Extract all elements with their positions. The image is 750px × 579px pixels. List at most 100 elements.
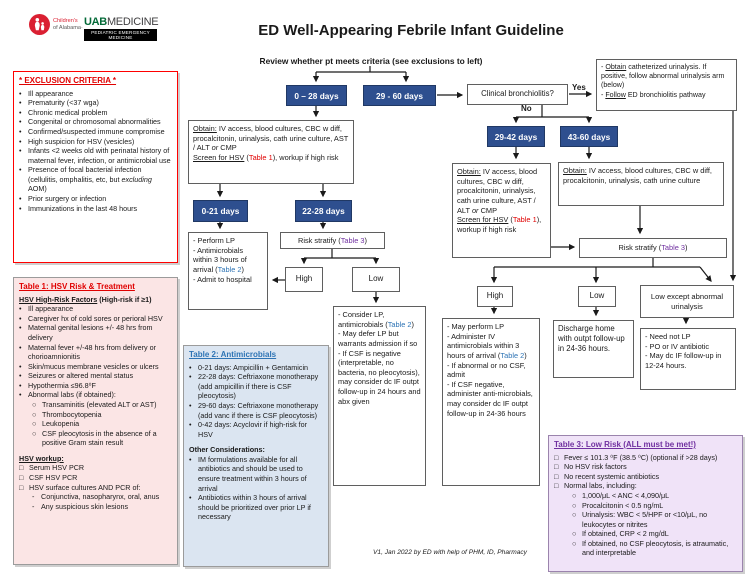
node-29-42-days: 29-42 days (487, 126, 545, 147)
obtain-box-43-60: Obtain: IV access, blood cultures, CBC w… (558, 162, 724, 206)
bullet-icon: • (19, 98, 22, 108)
list-item: •Congenital or chromosomal abnormalities (19, 117, 161, 127)
dash-list-item: -Conjunctiva, nasopharynx, oral, anus (32, 492, 160, 502)
bronchiolitis-yes-action-box: - Obtain catheterized urinalysis. If pos… (596, 59, 737, 111)
checkbox-item: □Serum HSV PCR (19, 463, 85, 473)
checkbox-icon: □ (554, 452, 559, 462)
node-29-60-days: 29 - 60 days (363, 85, 436, 106)
low-node-22-28: Low (352, 267, 400, 292)
bullet-icon: • (19, 136, 22, 146)
checkbox-item: □No HSV risk factors (554, 462, 627, 472)
checkbox-icon: □ (19, 473, 24, 483)
consider-lp-line: - Consider LP, antimicrobials (Table 2) (338, 310, 415, 329)
childrens-line1: Children's (53, 18, 78, 24)
bullet-icon: • (19, 304, 22, 314)
checkbox-item: □CSF HSV PCR (19, 473, 78, 483)
list-item: •Ill appearance (19, 304, 74, 314)
table2-title: Table 2: Antimicrobials (189, 350, 277, 359)
page-title: ED Well-Appearing Febrile Infant Guideli… (258, 22, 564, 39)
high-node-29-60: High (477, 286, 513, 307)
dash-list-item: -Any suspicious skin lesions (32, 501, 129, 511)
bullet-icon: • (19, 107, 22, 117)
obtain-box-29-42: Obtain: IV access, blood cultures, CBC w… (452, 163, 551, 258)
hsv-screen-line: Screen for HSV (Table 1), workup if high… (457, 215, 542, 234)
bullet-icon: • (19, 88, 22, 98)
perform-lp-line: - Perform LP (193, 236, 235, 245)
bullet-icon: • (189, 454, 192, 464)
list-item: •Abnormal labs (if obtained): (19, 390, 116, 400)
antimicrobials-line: - Antimicrobials within 3 hours of arriv… (193, 245, 247, 274)
risk-stratify-29-60: Risk stratify (Table 3) (579, 238, 727, 258)
node-0-21-days: 0-21 days (193, 200, 248, 222)
circle-icon: ○ (32, 409, 37, 419)
list-item: •Maternal genital lesions +/- 48 hrs fro… (19, 323, 153, 342)
node-22-28-days: 22-28 days (295, 200, 352, 222)
table3-title: Table 3: Low Risk (ALL must be met!) (554, 440, 696, 449)
dc-followup-line: - May dc IF follow-up in 12-24 hours. (645, 351, 722, 370)
table3-low-risk-panel: Table 3: Low Risk (ALL must be met!) □Fe… (548, 435, 743, 572)
high-risk-result-box: - May perform LP - Administer IV antimic… (442, 318, 540, 486)
exclusion-criteria-panel: * EXCLUSION CRITERIA * •Ill appearance •… (13, 71, 178, 263)
list-item: •Seizures or altered mental status (19, 371, 134, 381)
bullet-icon: • (19, 203, 22, 213)
table1-title: Table 1: HSV Risk & Treatment (19, 282, 135, 291)
review-criteria-label: Review whether pt meets criteria (see ex… (259, 56, 483, 66)
sub-list-item: ○If obtained, no CSF pleocytosis, is atr… (572, 538, 729, 558)
csf-negative-dc-line: - If CSF negative, administer anti-micro… (447, 379, 533, 418)
list-item: •0-42 days: Acyclovir if high-risk for H… (189, 420, 308, 439)
high-node-22-28: High (285, 267, 323, 292)
childrens-logo-icon (29, 14, 50, 35)
bullet-icon: • (19, 380, 22, 390)
table1-reference: Table 1 (248, 152, 273, 162)
circle-icon: ○ (572, 490, 577, 500)
list-item: •Maternal fever +/-48 hrs from delivery … (19, 342, 157, 362)
checkbox-icon: □ (554, 471, 559, 481)
risk-stratify-22-28: Risk stratify (Table 3) (280, 232, 385, 249)
bullet-icon: • (189, 420, 192, 430)
no-label: No (521, 104, 532, 113)
bullet-icon: • (189, 400, 192, 410)
list-item: •29-60 days: Ceftriaxone monotherapy (ad… (189, 400, 319, 420)
checkbox-icon: □ (554, 462, 559, 472)
table3-reference: Table 3 (340, 235, 365, 245)
list-item: •Immunizations in the last 48 hours (19, 203, 138, 213)
table2-reference: Table 2 (500, 350, 525, 360)
exclusion-title: * EXCLUSION CRITERIA * (19, 76, 117, 85)
perform-lp-box: - Perform LP - Antimicrobials within 3 h… (188, 232, 268, 310)
bullet-icon: • (19, 193, 22, 203)
circle-icon: ○ (32, 419, 37, 429)
defer-lp-line: - May defer LP but warrants admission if… (338, 329, 418, 348)
checkbox-icon: □ (19, 463, 24, 473)
list-item: •Ill appearance (19, 88, 74, 98)
uab-medicine-logo: UABMEDICINE PEDIATRIC EMERGENCY MEDICINE (84, 16, 159, 41)
low-node-29-60: Low (578, 286, 616, 307)
checkbox-item: □Normal labs, including: (554, 481, 637, 491)
list-item: •Infants <2 weeks old with perinatal his… (19, 146, 171, 165)
list-item: •Hypothermia ≤96.8⁰F (19, 380, 96, 390)
sub-list-item: ○Procalcitonin < 0.5 ng/mL (572, 500, 664, 510)
may-perform-lp-line: - May perform LP (447, 322, 505, 331)
action-line-follow-pathway: - Follow ED bronchiolitis pathway (601, 90, 706, 99)
version-footnote: V1, Jan 2022 by ED with help of PHM, ID,… (373, 549, 527, 556)
list-item: •Confirmed/suspected immune compromise (19, 126, 165, 136)
table3-reference: Table 3 (661, 243, 686, 253)
checkbox-icon: □ (19, 482, 24, 492)
table1-reference: Table 1 (512, 215, 537, 225)
list-item: •Skin/mucus membrane vesicles or ulcers (19, 361, 159, 371)
abnormal-csf-line: - If abnormal or no CSF, admit (447, 360, 526, 380)
bullet-icon: • (19, 117, 22, 127)
medicine-wordmark: MEDICINE (106, 16, 159, 28)
checkbox-icon: □ (554, 481, 559, 491)
bullet-icon: • (189, 362, 192, 372)
table1-subtitle: HSV High-Risk Factors (High-risk if ≥1) (19, 294, 152, 304)
consider-lp-box: - Consider LP, antimicrobials (Table 2) … (333, 306, 426, 486)
list-item: •0-21 days: Ampicillin + Gentamicin (189, 362, 309, 372)
bullet-icon: • (19, 323, 22, 333)
childrens-logo-text: Children's of Alabama· (53, 18, 83, 31)
other-considerations-title: Other Considerations: (189, 445, 265, 455)
table2-antimicrobials-panel: Table 2: Antimicrobials •0-21 days: Ampi… (183, 345, 329, 567)
bullet-icon: • (19, 165, 22, 175)
list-item: •Presence of focal bacterial infection (… (19, 165, 152, 194)
